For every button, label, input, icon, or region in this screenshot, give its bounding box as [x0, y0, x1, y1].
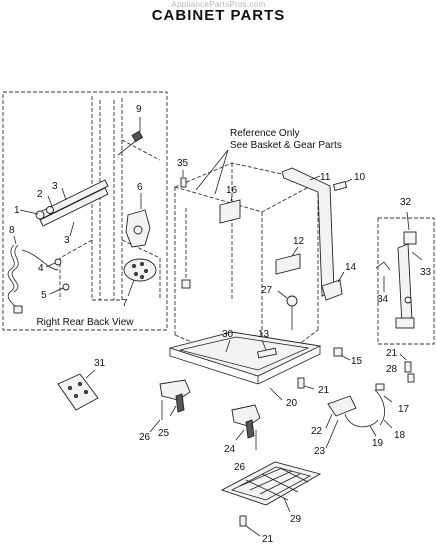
callout-8: 8: [9, 225, 15, 236]
part-31: [57, 369, 99, 411]
callout-26-left: 26: [139, 432, 151, 443]
callout-16: 16: [226, 185, 238, 196]
callout-11: 11: [320, 172, 331, 183]
part-25-leg: [149, 379, 191, 433]
part-28: [399, 353, 415, 383]
callout-25: 25: [158, 428, 170, 439]
callout-19: 19: [372, 438, 384, 449]
part-1-2-3-bracket: [19, 179, 109, 237]
callout-numbers: 1 2 3 3 4 5 6 7 8 9 10 11 12 13 14 15 16…: [9, 104, 432, 544]
part-30-base: [168, 331, 322, 385]
callout-12: 12: [293, 236, 305, 247]
inset-box: [2, 91, 168, 331]
part-33-hose: [395, 211, 423, 329]
inset-label: Right Rear Back View: [36, 317, 134, 328]
callout-28: 28: [386, 364, 398, 375]
callout-22: 22: [311, 426, 323, 437]
inset-right-box: [377, 217, 435, 345]
callout-33: 33: [420, 267, 432, 278]
part-21-bottom-screw: [239, 515, 261, 537]
part-17-18-19-right-leg: [325, 383, 393, 449]
callout-21-right: 21: [386, 348, 398, 359]
svg-text:Reference Only: Reference Only: [230, 128, 299, 139]
part-4-5-screws: [45, 258, 70, 295]
callout-32: 32: [400, 197, 412, 208]
watermark: AppliancePartsPros.com: [171, 0, 266, 9]
callout-35: 35: [177, 158, 189, 169]
part-9: [117, 117, 144, 156]
callout-21-mid: 21: [318, 385, 330, 396]
callout-14: 14: [345, 262, 357, 273]
part-16: [219, 195, 241, 224]
callout-24: 24: [224, 444, 236, 455]
callout-23: 23: [314, 446, 326, 457]
part-20-21: [269, 377, 315, 401]
callout-9: 9: [136, 104, 142, 115]
callout-17: 17: [398, 404, 410, 415]
page-title: CABINET PARTS: [151, 7, 286, 24]
callout-27: 27: [261, 285, 273, 296]
part-6: [125, 193, 151, 248]
callout-29: 29: [290, 514, 302, 525]
part-15: [333, 347, 351, 361]
callout-30: 30: [222, 329, 234, 340]
callout-13: 13: [258, 329, 270, 340]
part-24-leg: [231, 404, 261, 450]
part-29-tray: [220, 461, 322, 513]
part-7: [123, 258, 157, 297]
callout-18: 18: [394, 430, 406, 441]
callout-10: 10: [354, 172, 366, 183]
callout-1: 1: [14, 205, 20, 216]
callout-7: 7: [122, 298, 128, 309]
callout-3-top: 3: [52, 181, 58, 192]
part-27: [277, 290, 298, 330]
part-35: [180, 170, 191, 289]
callout-31: 31: [94, 358, 106, 369]
callout-26-right: 26: [234, 462, 246, 473]
callout-5: 5: [41, 290, 47, 301]
callout-34: 34: [377, 294, 389, 305]
part-12: [275, 246, 301, 275]
callout-3-bottom: 3: [64, 235, 70, 246]
reference-note: Reference Only See Basket & Gear Parts: [195, 128, 342, 195]
part-8-cord: [7, 235, 59, 314]
part-34: [375, 261, 391, 292]
part-14: [321, 271, 345, 301]
callout-15: 15: [351, 356, 363, 367]
callout-4: 4: [38, 263, 44, 274]
callout-20: 20: [286, 398, 298, 409]
svg-text:See Basket & Gear Parts: See Basket & Gear Parts: [230, 140, 342, 151]
callout-6: 6: [137, 182, 143, 193]
callout-21-bottom: 21: [262, 534, 274, 544]
callout-2: 2: [37, 189, 43, 200]
